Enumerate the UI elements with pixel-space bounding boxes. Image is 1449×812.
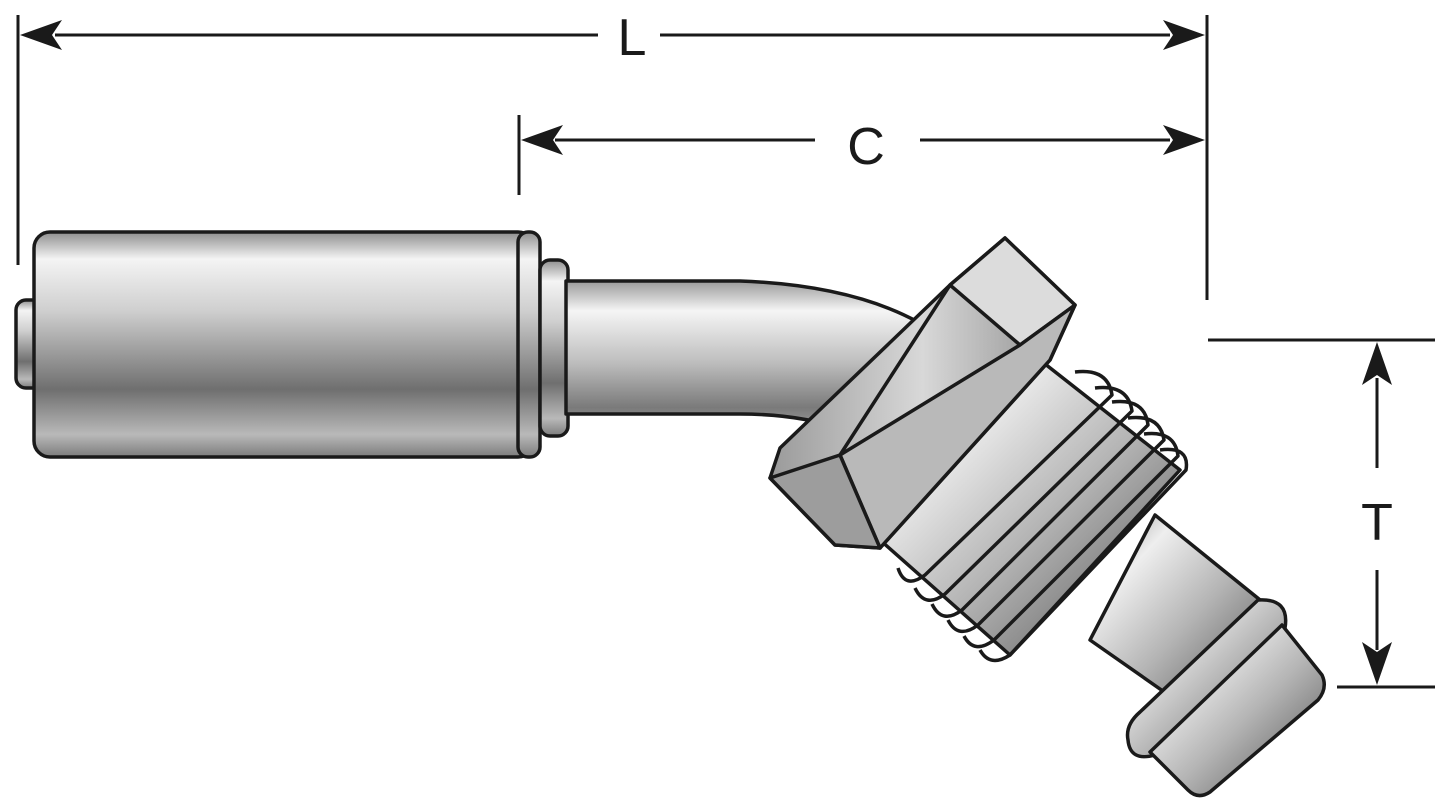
arrowhead-c-left <box>521 125 563 155</box>
thread-crest-1 <box>896 369 1114 583</box>
thread-crest-2 <box>913 385 1134 602</box>
nipple-end <box>1148 623 1326 798</box>
thread-crest-6 <box>978 447 1189 663</box>
ferrule-lip <box>516 230 542 459</box>
arrowhead-t-top <box>1362 342 1392 385</box>
thread-crest-5 <box>962 431 1180 649</box>
dimension-l: L <box>16 9 1209 300</box>
dimension-label-l: L <box>618 9 647 67</box>
hose-fitting <box>14 230 1326 798</box>
thread-section <box>878 358 1189 663</box>
thread-crest-4 <box>946 415 1166 634</box>
dimension-label-t: T <box>1361 494 1393 552</box>
dimension-c: C <box>517 115 1205 195</box>
hex-nut-side-face <box>838 303 1077 550</box>
arrowhead-l-right <box>1163 20 1205 50</box>
thread-crest-3 <box>930 399 1150 618</box>
collar-ring <box>538 258 570 438</box>
ferrule-shell <box>32 230 536 459</box>
hex-nut-bottom-face <box>768 453 882 550</box>
nipple-bead <box>1125 598 1288 759</box>
arrowhead-t-bottom <box>1362 642 1392 685</box>
hex-nut-edge <box>838 284 952 456</box>
arrowhead-l-left <box>20 20 62 50</box>
arrowhead-c-right <box>1163 125 1205 155</box>
dimension-t: T <box>1208 338 1435 689</box>
dimension-label-c: C <box>847 118 885 176</box>
hex-nut <box>768 236 1077 550</box>
